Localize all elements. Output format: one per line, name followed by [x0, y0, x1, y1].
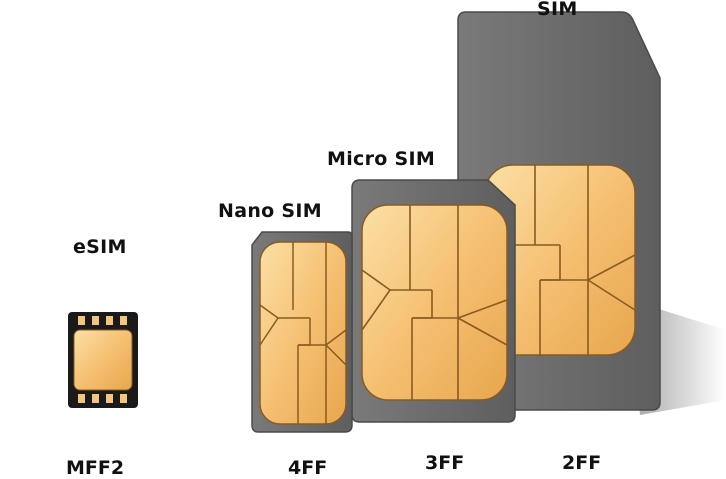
esim-code-mff2: MFF2	[66, 457, 125, 479]
esim-mff2-chip	[68, 312, 138, 408]
micro-sim-label: Micro SIM	[327, 148, 436, 170]
micro-sim-3ff-chip	[361, 204, 508, 401]
sim-code-2ff: 2FF	[562, 452, 602, 474]
micro-sim-3ff-card	[351, 179, 516, 423]
esim-label: eSIM	[73, 236, 127, 258]
sim-label: SIM	[537, 0, 578, 20]
nano-sim-label: Nano SIM	[218, 200, 322, 222]
micro-sim-code-3ff: 3FF	[425, 452, 465, 474]
nano-sim-4ff-card	[251, 231, 353, 433]
sim-2ff-card	[457, 11, 661, 411]
nano-sim-code-4ff: 4FF	[288, 457, 328, 479]
nano-sim-4ff-chip	[259, 241, 347, 425]
